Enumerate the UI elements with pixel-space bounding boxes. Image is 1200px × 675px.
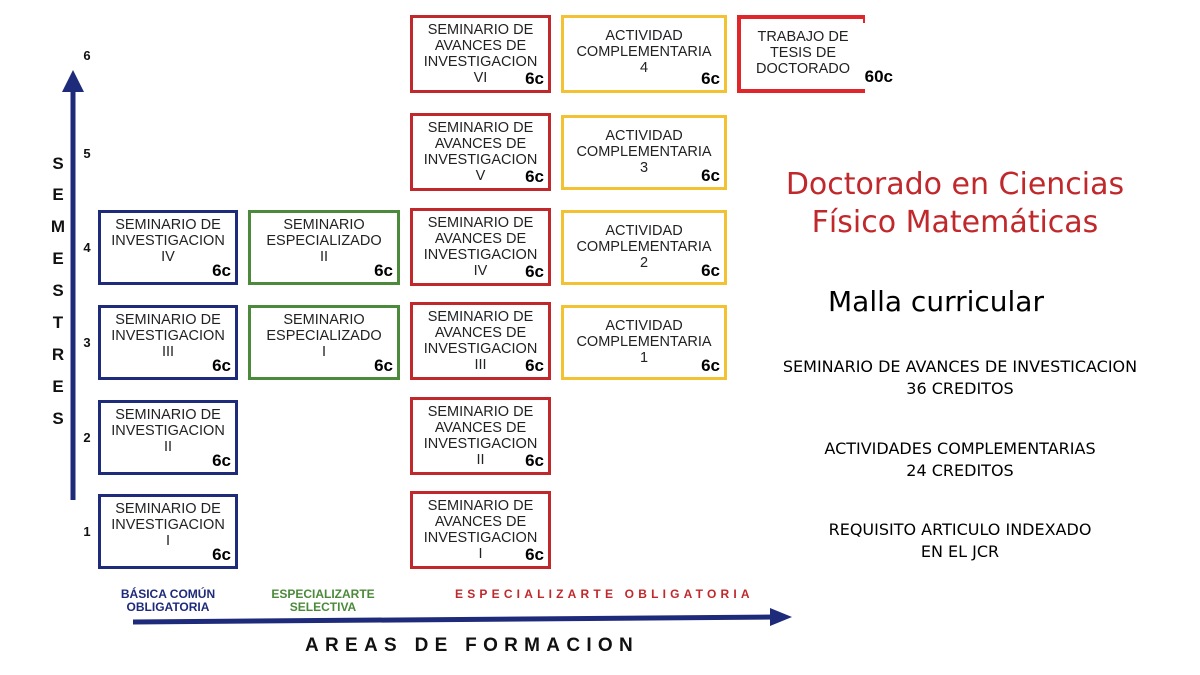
course-box-seminario-avances-5: SEMINARIO DE AVANCES DE INVESTIGACION V … <box>410 113 551 191</box>
course-credits: 6c <box>701 166 720 185</box>
course-credits: 6c <box>525 69 544 88</box>
semester-number-1: 1 <box>83 524 91 539</box>
y-axis-arrowhead <box>62 70 84 92</box>
course-box-seminario-avances-2: SEMINARIO DE AVANCES DE INVESTIGACION II… <box>410 397 551 475</box>
area-label-basica: BÁSICA COMÚN OBLIGATORIA <box>120 587 216 614</box>
y-axis-letter: R <box>51 345 65 364</box>
course-credits: 6c <box>701 356 720 375</box>
course-box-seminario-especializado-1: SEMINARIO ESPECIALIZADO I 6c <box>248 305 400 380</box>
area-label-obligatoria: ESPECIALIZARTE OBLIGATORIA <box>455 587 754 601</box>
y-axis-letter: S <box>52 154 64 173</box>
course-credits: 6c <box>525 545 544 564</box>
course-credits: 6c <box>212 545 231 564</box>
semester-number-6: 6 <box>83 48 91 63</box>
page-subtitle: Malla curricular <box>828 285 1044 318</box>
x-axis-line <box>132 614 776 625</box>
course-credits: 6c <box>525 356 544 375</box>
y-axis-letter: M <box>50 217 66 236</box>
y-axis-letter: E <box>52 377 64 396</box>
course-box-actividad-complementaria-2: ACTIVIDAD COMPLEMENTARIA 2 6c <box>561 210 727 285</box>
x-axis-title: AREAS DE FORMACION <box>305 635 640 656</box>
course-box-actividad-complementaria-3: ACTIVIDAD COMPLEMENTARIA 3 6c <box>561 115 727 190</box>
semester-number-4: 4 <box>83 240 91 255</box>
course-credits: 60c <box>864 67 893 86</box>
course-credits: 6c <box>525 262 544 281</box>
page-title: Doctorado en Ciencias Físico Matemáticas <box>785 167 1125 240</box>
semester-number-5: 5 <box>83 146 91 161</box>
y-axis-letter: T <box>52 313 64 332</box>
info-block-seminario-avances: SEMINARIO DE AVANCES DE INVESTICACION 36… <box>782 357 1138 398</box>
course-box-seminario-avances-6: SEMINARIO DE AVANCES DE INVESTIGACION VI… <box>410 15 551 93</box>
course-credits: 6c <box>701 261 720 280</box>
course-credits: 6c <box>374 356 393 375</box>
course-box-seminario-investigacion-2: SEMINARIO DE INVESTIGACION II 6c <box>98 400 238 475</box>
info-block-requisito: REQUISITO ARTICULO INDEXADO EN EL JCR <box>828 520 1092 561</box>
course-credits: 6c <box>525 451 544 470</box>
course-box-seminario-avances-4: SEMINARIO DE AVANCES DE INVESTIGACION IV… <box>410 208 551 286</box>
course-credits: 6c <box>374 261 393 280</box>
course-credits: 6c <box>212 451 231 470</box>
course-box-actividad-complementaria-4: ACTIVIDAD COMPLEMENTARIA 4 6c <box>561 15 727 93</box>
course-credits: 6c <box>525 167 544 186</box>
y-axis-letter: E <box>52 249 64 268</box>
semester-number-3: 3 <box>83 335 91 350</box>
course-credits: 6c <box>701 69 720 88</box>
course-box-actividad-complementaria-1: ACTIVIDAD COMPLEMENTARIA 1 6c <box>561 305 727 380</box>
course-box-seminario-investigacion-4: SEMINARIO DE INVESTIGACION IV 6c <box>98 210 238 285</box>
course-credits: 6c <box>212 356 231 375</box>
semester-number-2: 2 <box>83 430 91 445</box>
area-label-selectiva: ESPECIALIZARTE SELECTIVA <box>271 587 375 614</box>
course-credits: 6c <box>212 261 231 280</box>
y-axis-letter: S <box>52 281 64 300</box>
course-box-seminario-investigacion-1: SEMINARIO DE INVESTIGACION I 6c <box>98 494 238 569</box>
course-box-seminario-avances-3: SEMINARIO DE AVANCES DE INVESTIGACION II… <box>410 302 551 380</box>
x-axis-arrowhead <box>770 608 792 626</box>
y-axis-letter: S <box>52 409 64 428</box>
course-box-seminario-avances-1: SEMINARIO DE AVANCES DE INVESTIGACION I … <box>410 491 551 569</box>
course-box-seminario-investigacion-3: SEMINARIO DE INVESTIGACION III 6c <box>98 305 238 380</box>
y-axis-letter: E <box>52 185 64 204</box>
info-block-actividades: ACTIVIDADES COMPLEMENTARIAS 24 CREDITOS <box>824 439 1096 480</box>
course-box-trabajo-tesis: TRABAJO DE TESIS DE DOCTORADO 60c <box>737 15 893 93</box>
course-box-seminario-especializado-2: SEMINARIO ESPECIALIZADO II 6c <box>248 210 400 285</box>
